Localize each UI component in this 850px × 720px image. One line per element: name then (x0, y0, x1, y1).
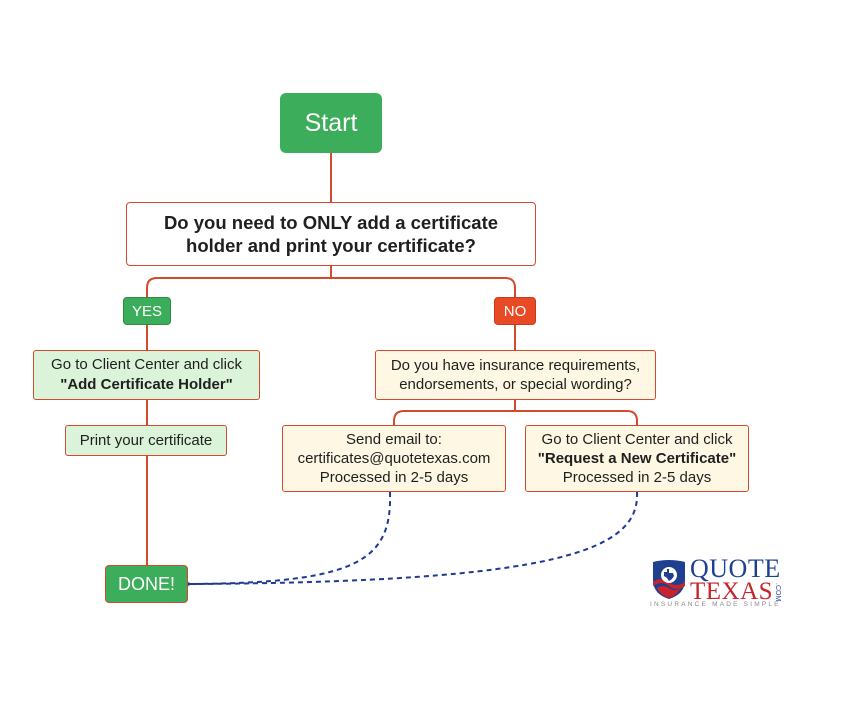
no-badge: NO (494, 297, 536, 325)
step-print-label: Print your certificate (79, 431, 213, 449)
decision-requirements-line2: endorsements, or special wording? (399, 376, 632, 393)
decision-only-holder-line2: holder and print your certificate? (186, 235, 476, 256)
decision-requirements-line1: Do you have insurance requirements, (390, 357, 641, 374)
logo-suffix: .COM (774, 583, 781, 602)
done-node: DONE! (105, 565, 188, 603)
step-request-line3: Processed in 2-5 days (562, 469, 712, 486)
step-request-line1: Go to Client Center and click (541, 431, 733, 448)
decision-only-holder-line1: Do you need to ONLY add a certificate (163, 212, 499, 233)
step-email-address: certificates@quotetexas.com (297, 450, 491, 467)
step-add-holder-line2: "Add Certificate Holder" (60, 376, 233, 393)
start-node: Start (280, 93, 382, 153)
step-request-new-certificate: Go to Client Center and click "Request a… (525, 425, 749, 492)
decision-requirements: Do you have insurance requirements, endo… (375, 350, 656, 400)
dashed-arrow-request-done (181, 491, 639, 590)
done-label: DONE! (117, 573, 175, 594)
step-add-holder-line1: Go to Client Center and click (51, 356, 242, 373)
connector-q2-split (393, 400, 638, 425)
step-print-certificate: Print your certificate (65, 425, 227, 456)
dashed-arrow-email-done (189, 491, 392, 585)
logo-tagline: INSURANCE MADE SIMPLE (650, 601, 781, 608)
logo-word-quote: QUOTE (690, 554, 781, 583)
start-label: Start (304, 108, 358, 137)
texas-shield-icon (653, 560, 685, 599)
step-request-line2: "Request a New Certificate" (537, 450, 737, 467)
decision-only-holder: Do you need to ONLY add a certificate ho… (126, 202, 536, 266)
yes-label: YES (131, 302, 162, 320)
connector-q1-split (146, 266, 516, 297)
quotetexas-logo: QUOTE TEXAS .COM INSURANCE MADE SIMPLE (648, 556, 788, 612)
no-label: NO (503, 302, 527, 320)
logo-word-texas: TEXAS (690, 578, 774, 605)
step-email-line1: Send email to: (346, 431, 442, 448)
step-email-line3: Processed in 2-5 days (319, 469, 469, 486)
step-add-certificate-holder: Go to Client Center and click "Add Certi… (33, 350, 260, 400)
yes-badge: YES (123, 297, 171, 325)
step-send-email: Send email to: certificates@quotetexas.c… (282, 425, 506, 492)
